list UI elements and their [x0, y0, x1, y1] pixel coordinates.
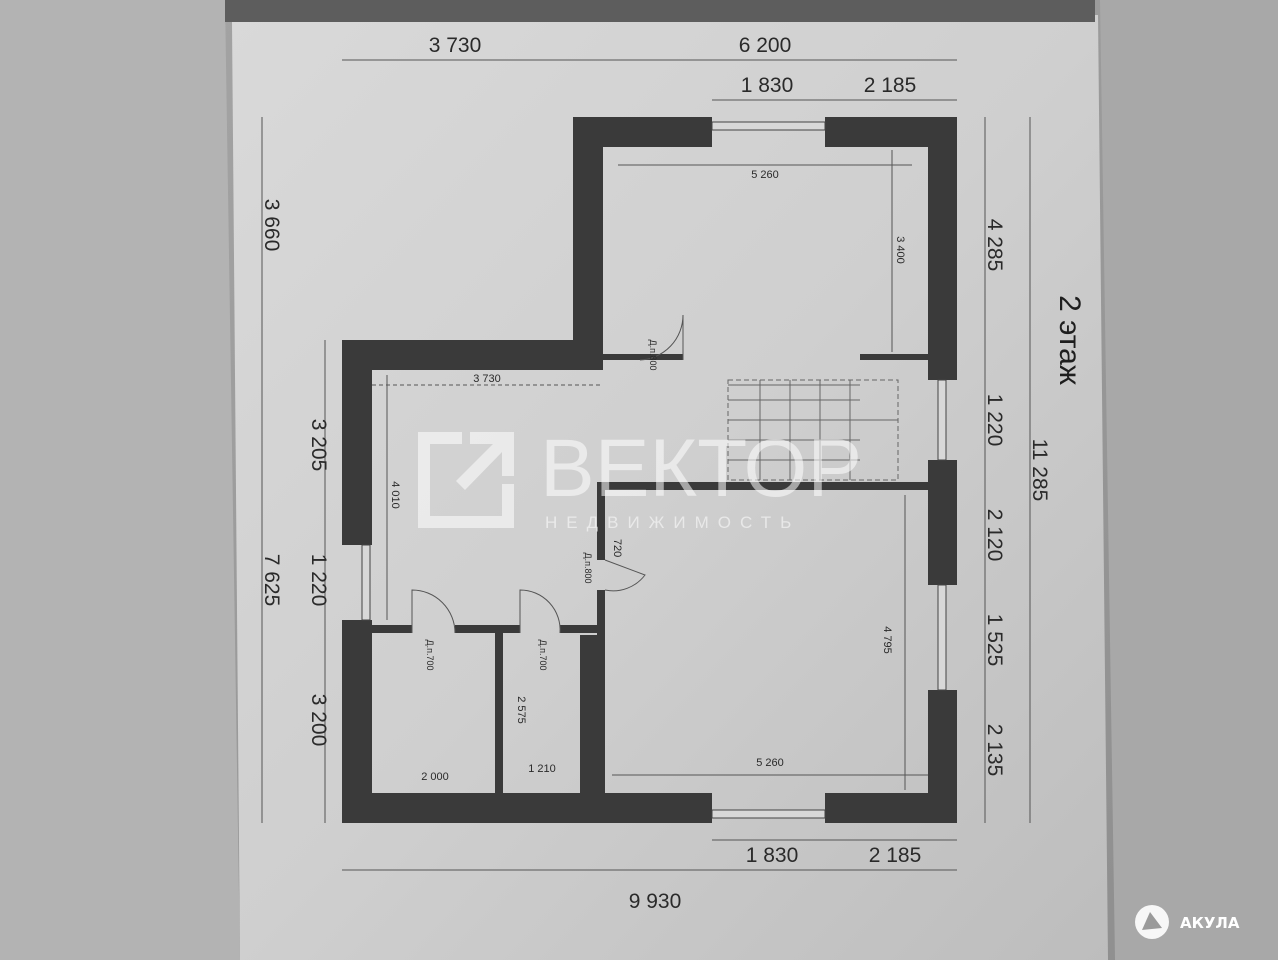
- windows: [361, 121, 947, 819]
- dim-right-5: 2 135: [983, 724, 1006, 777]
- room-small-2-depth: 2 575: [515, 696, 527, 724]
- room-top-depth: 3 400: [894, 236, 906, 264]
- paper-right-sheet: [1100, 0, 1278, 960]
- akula-brand: АКУЛА: [1180, 914, 1240, 932]
- watermark-subtitle: НЕДВИЖИМОСТЬ: [545, 513, 800, 532]
- door-label-3: Д.п.700: [425, 640, 435, 671]
- dimension-lines: [261, 59, 1031, 871]
- door-label-4: Д.п.700: [538, 640, 548, 671]
- room-bottom-width: 5 260: [756, 757, 784, 769]
- dim-top-window: 1 830: [741, 74, 794, 97]
- dim-bottom-window: 1 830: [746, 844, 799, 867]
- dim-left-3: 3 200: [307, 694, 330, 747]
- dim-left-total: 7 625: [260, 554, 283, 607]
- dim-bottom-window-right: 2 185: [869, 844, 922, 867]
- room-small-1-width: 2 000: [421, 771, 449, 783]
- doors: [411, 314, 684, 634]
- paper-shadow: [225, 0, 1095, 22]
- partition-dim: 720: [611, 539, 623, 557]
- dim-left-1: 3 205: [307, 419, 330, 472]
- door-label-2: Д.п.800: [583, 553, 593, 584]
- stairs: [727, 379, 899, 481]
- hall-depth: 4 010: [389, 481, 401, 509]
- room-small-2-width: 1 210: [528, 763, 556, 775]
- dim-left-2: 1 220: [307, 554, 330, 607]
- akula-badge: АКУЛА: [1135, 905, 1240, 939]
- dim-top-left: 3 730: [429, 34, 482, 57]
- walls: [342, 117, 957, 823]
- door-label-1: Д.п.800: [648, 340, 658, 371]
- dim-right-4: 1 525: [983, 614, 1006, 667]
- dim-right-3: 2 120: [983, 509, 1006, 562]
- dim-top-right: 6 200: [739, 34, 792, 57]
- dim-top-window-right: 2 185: [864, 74, 917, 97]
- dim-right-1: 4 285: [983, 219, 1006, 272]
- watermark-name: ВЕКТОР: [540, 423, 862, 514]
- arrow-icon: [456, 432, 514, 490]
- dim-bottom-overall: 9 930: [629, 890, 682, 913]
- floor-title: 2 этаж: [1053, 295, 1086, 385]
- watermark-logo-icon: [418, 432, 514, 528]
- dim-left-upper: 3 660: [260, 199, 283, 252]
- room-top-width: 5 260: [751, 169, 779, 181]
- hall-width: 3 730: [473, 373, 501, 385]
- vektor-watermark: ВЕКТОР НЕДВИЖИМОСТЬ: [418, 423, 862, 532]
- room-bottom-depth: 4 795: [881, 626, 893, 654]
- paper-left-sheet: [0, 0, 240, 960]
- dim-right-2: 1 220: [983, 394, 1006, 447]
- dim-right-total: 11 285: [1028, 439, 1051, 502]
